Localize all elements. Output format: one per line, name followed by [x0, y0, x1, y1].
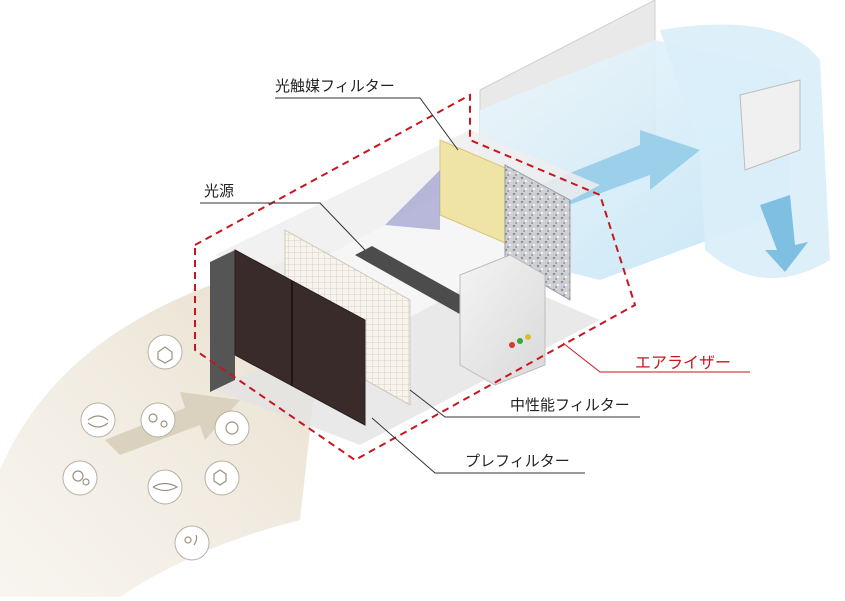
pre-filter-side [210, 250, 235, 392]
label-pre-filter: プレフィルター [465, 452, 570, 470]
leader-pre-filter [371, 417, 585, 474]
label-medium-filter: 中性能フィルター [510, 396, 630, 414]
virus-icon [214, 410, 250, 446]
light-beam [385, 170, 440, 230]
microbe-icon [174, 525, 210, 561]
label-air-riser: エアライザー [635, 353, 732, 372]
contaminant-icons [62, 334, 250, 561]
leader-light-source [200, 202, 366, 251]
indicator-yellow [525, 334, 531, 340]
contaminant-glyphs [72, 346, 239, 546]
outlet-down-arrow [760, 195, 808, 272]
label-photocatalyst-filter: 光触媒フィルター [275, 77, 395, 95]
bacillus-icon [147, 469, 183, 505]
indicator-red [509, 342, 515, 348]
molecule-icon [204, 460, 240, 496]
label-light-source: 光源 [204, 182, 235, 200]
leader-photocatalyst [275, 97, 459, 151]
leader-air-riser [562, 342, 750, 373]
indicator-green [517, 338, 523, 344]
air-riser-outline [194, 93, 637, 462]
molecule-icon [147, 334, 183, 370]
pollen-icon [62, 460, 98, 496]
germs-icon [140, 402, 176, 438]
pre-filter [234, 249, 366, 426]
leader-lines [200, 97, 640, 474]
outlet-elbow-rim [739, 79, 801, 171]
leader-medium-filter [409, 389, 640, 418]
bacteria-icon [80, 402, 116, 438]
control-box [459, 254, 546, 386]
